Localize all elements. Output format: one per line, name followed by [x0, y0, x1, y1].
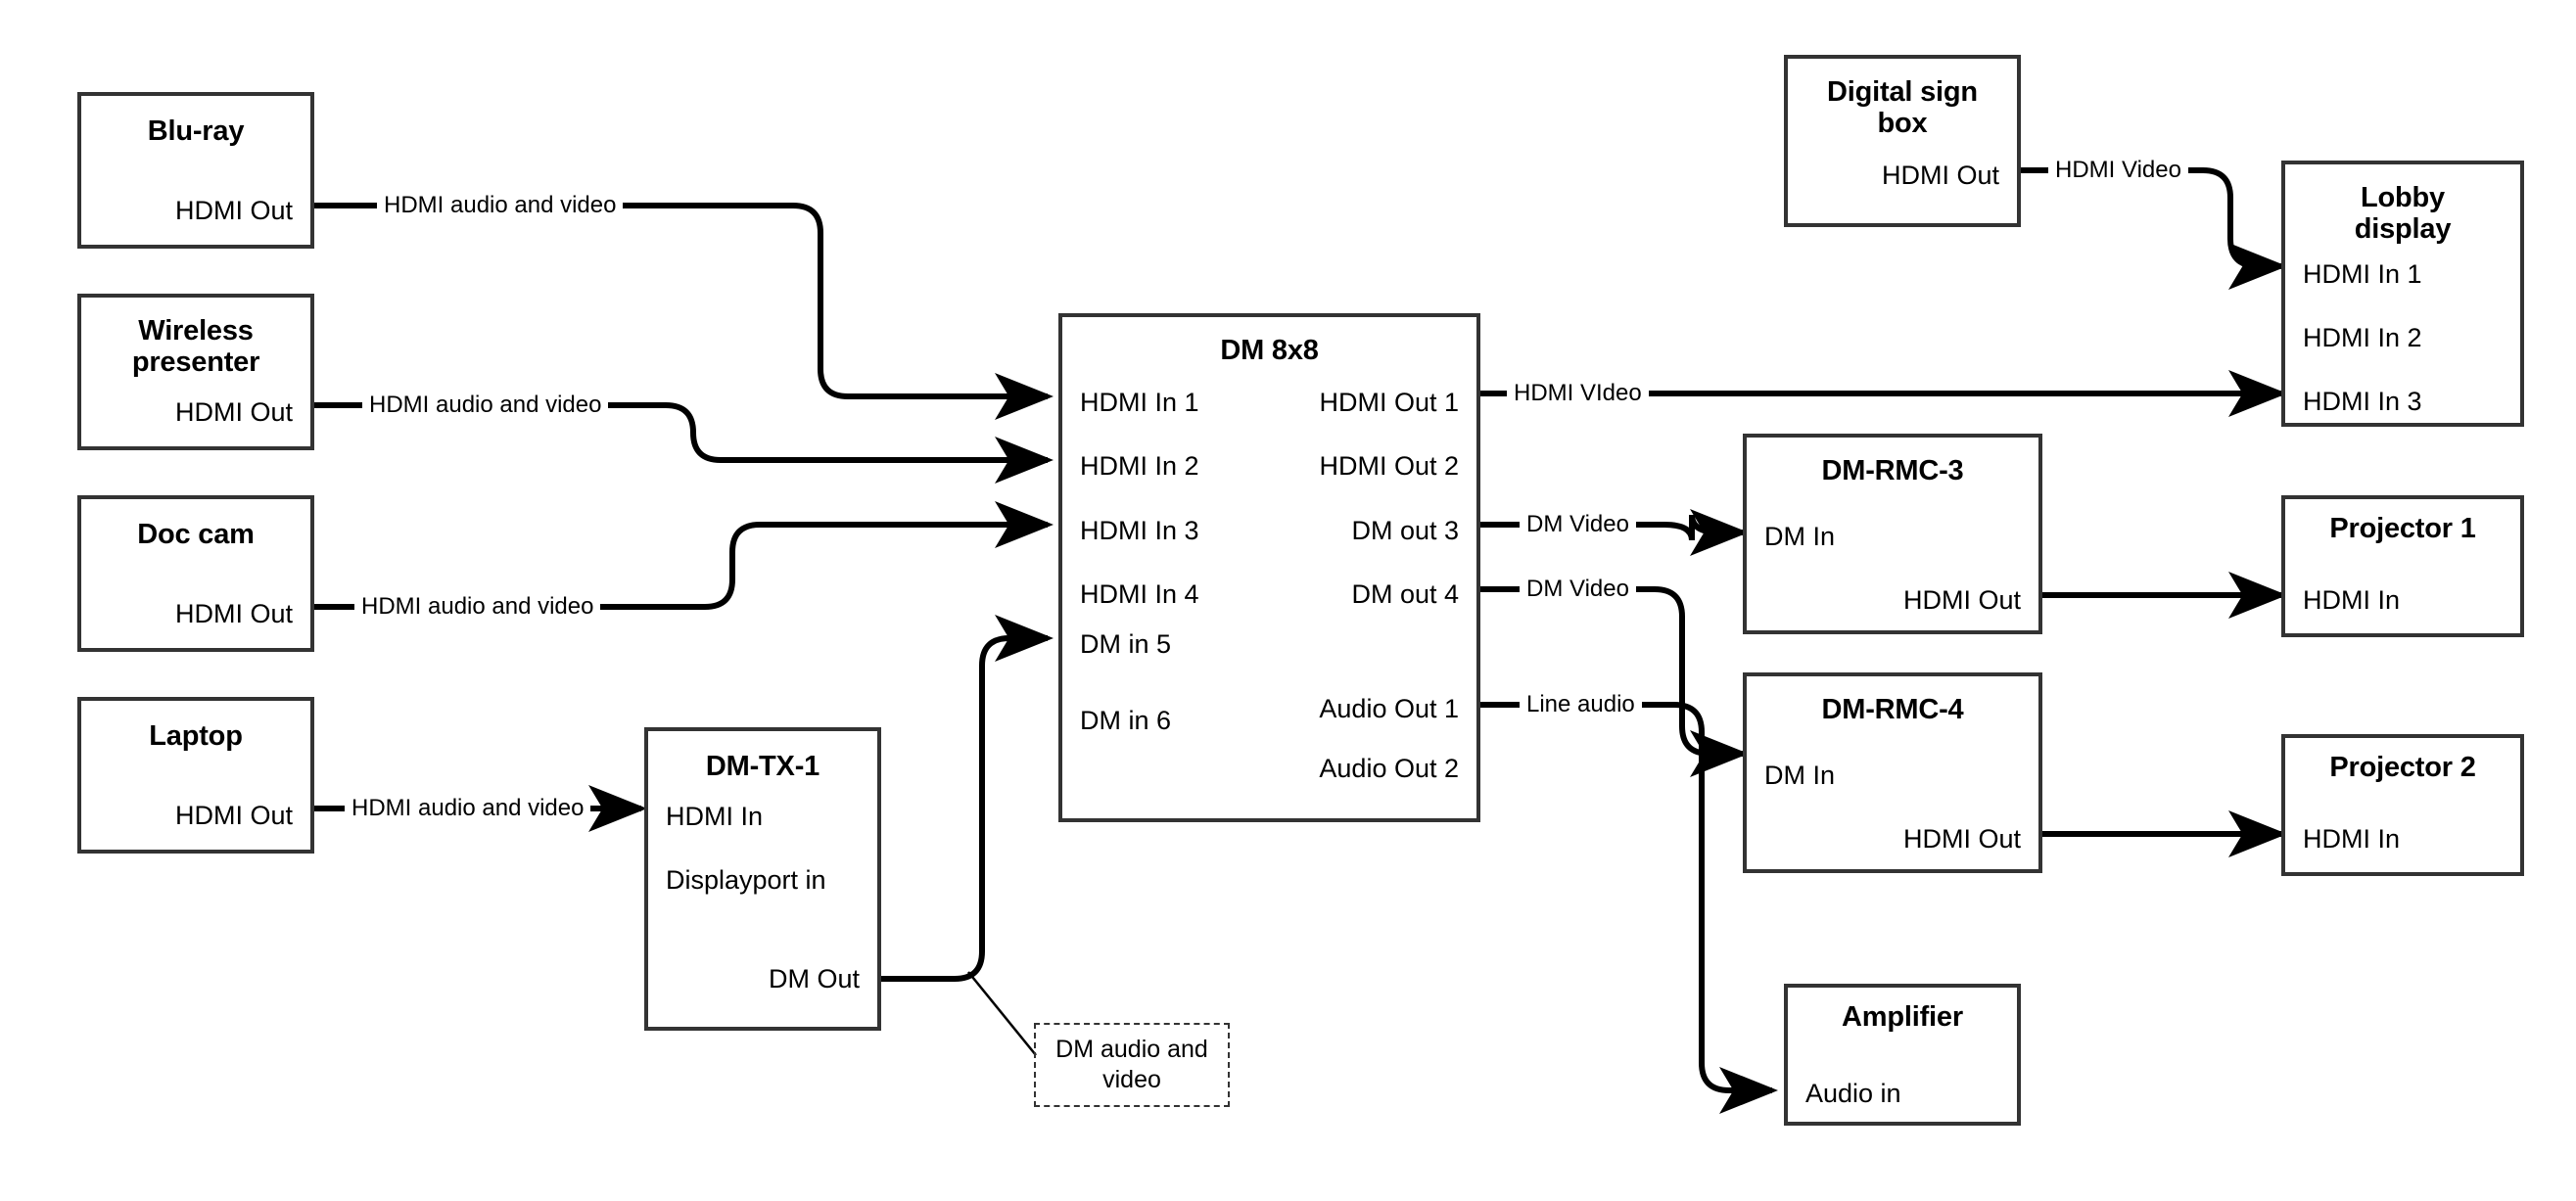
- node-bluray-title: Blu-ray: [147, 115, 245, 147]
- wire-dmtx1-to-dm8x8-dm-in-5: [881, 615, 1054, 982]
- node-dm-8x8-input-dm-in-5[interactable]: DM in 5: [1080, 629, 1172, 659]
- node-digital-sign-box-title: Digital sign box: [1827, 76, 1978, 140]
- node-projector-2[interactable]: Projector 2 HDMI In: [2281, 734, 2524, 876]
- node-lobby-display[interactable]: Lobby display HDMI In 1 HDMI In 2 HDMI I…: [2281, 161, 2524, 427]
- node-wireless-presenter-port-hdmi-out[interactable]: HDMI Out: [174, 397, 293, 427]
- note-dm-audio-and-video-text: DM audio and video: [1055, 1035, 1208, 1093]
- wire-dm8x8-audio-out-1-to-amplifier-audio-in: [1480, 702, 1778, 1114]
- node-dm-rmc-3-port-dm-in[interactable]: DM In: [1764, 522, 1836, 551]
- node-digital-sign-box[interactable]: Digital sign box HDMI Out: [1784, 55, 2021, 227]
- wire-note-leader-dm-audio-video: [967, 971, 1037, 1056]
- wire-label-wireless-to-dm8x8: HDMI audio and video: [362, 393, 609, 417]
- node-laptop[interactable]: Laptop HDMI Out: [77, 697, 314, 854]
- wire-label-doccam-to-dm8x8: HDMI audio and video: [354, 595, 601, 619]
- wire-dm8x8-dm-out-4-to-dmrmc4-dm-in: [1480, 586, 1749, 777]
- node-dm-8x8[interactable]: DM 8x8 HDMI In 1 HDMI In 2 HDMI In 3 HDM…: [1058, 313, 1480, 822]
- node-dm-rmc-4-port-dm-in[interactable]: DM In: [1764, 761, 1836, 790]
- node-projector-1[interactable]: Projector 1 HDMI In: [2281, 495, 2524, 637]
- node-dm-rmc-3-title: DM-RMC-3: [1821, 455, 1964, 486]
- node-dm-tx-1[interactable]: DM-TX-1 HDMI In Displayport in DM Out: [644, 727, 881, 1031]
- node-doc-cam-port-hdmi-out[interactable]: HDMI Out: [174, 599, 293, 628]
- node-dm-8x8-title: DM 8x8: [1220, 335, 1319, 366]
- node-projector-2-port-hdmi-in[interactable]: HDMI In: [2303, 824, 2401, 854]
- node-dm-8x8-output-audio-out-2[interactable]: Audio Out 2: [1319, 754, 1459, 783]
- node-dm-8x8-output-hdmi-out-2[interactable]: HDMI Out 2: [1319, 451, 1459, 481]
- node-wireless-presenter-title: Wireless presenter: [131, 315, 260, 379]
- node-wireless-presenter[interactable]: Wireless presenter HDMI Out: [77, 294, 314, 450]
- wire-label-laptop-to-dmtx1: HDMI audio and video: [345, 797, 591, 820]
- node-lobby-display-input-hdmi-in-3[interactable]: HDMI In 3: [2303, 387, 2422, 416]
- node-bluray-port-hdmi-out[interactable]: HDMI Out: [174, 196, 293, 225]
- node-dm-8x8-input-hdmi-in-1[interactable]: HDMI In 1: [1080, 388, 1199, 417]
- node-doc-cam-title: Doc cam: [137, 519, 255, 550]
- wire-label-hdmi-out-1-to-lobby: HDMI VIdeo: [1507, 382, 1649, 405]
- node-dm-8x8-output-hdmi-out-1[interactable]: HDMI Out 1: [1319, 388, 1459, 417]
- node-amplifier-port-audio-in[interactable]: Audio in: [1805, 1079, 1901, 1108]
- node-dm-8x8-input-hdmi-in-4[interactable]: HDMI In 4: [1080, 579, 1199, 609]
- node-dm-8x8-input-hdmi-in-2[interactable]: HDMI In 2: [1080, 451, 1199, 481]
- node-dm-8x8-output-dm-out-3[interactable]: DM out 3: [1351, 516, 1459, 545]
- node-dm-8x8-output-audio-out-1[interactable]: Audio Out 1: [1319, 694, 1459, 723]
- node-lobby-display-input-hdmi-in-2[interactable]: HDMI In 2: [2303, 323, 2422, 352]
- node-dm-rmc-4-port-hdmi-out[interactable]: HDMI Out: [1902, 824, 2021, 854]
- note-dm-audio-and-video: DM audio and video: [1034, 1023, 1230, 1107]
- node-lobby-display-input-hdmi-in-1[interactable]: HDMI In 1: [2303, 259, 2422, 289]
- wire-label-audio-out-1-to-amplifier: Line audio: [1520, 693, 1642, 716]
- node-dm-rmc-4[interactable]: DM-RMC-4 DM In HDMI Out: [1743, 672, 2042, 873]
- wire-label-bluray-to-dm8x8: HDMI audio and video: [377, 194, 624, 217]
- node-dm-8x8-output-dm-out-4[interactable]: DM out 4: [1351, 579, 1459, 609]
- node-dm-tx-1-port-displayport-in[interactable]: Displayport in: [666, 865, 826, 895]
- node-digital-sign-box-port-hdmi-out[interactable]: HDMI Out: [1881, 161, 1999, 190]
- node-laptop-port-hdmi-out[interactable]: HDMI Out: [174, 801, 293, 830]
- node-lobby-display-title: Lobby display: [2354, 182, 2452, 246]
- node-dm-rmc-3-port-hdmi-out[interactable]: HDMI Out: [1902, 585, 2021, 615]
- wire-label-digitalsign-to-lobby: HDMI Video: [2048, 159, 2188, 182]
- node-amplifier[interactable]: Amplifier Audio in: [1784, 984, 2021, 1126]
- node-projector-2-title: Projector 2: [2329, 752, 2476, 783]
- node-dm-8x8-input-dm-in-6[interactable]: DM in 6: [1080, 706, 1172, 735]
- wire-label-dm-out-3-to-rmc3: DM Video: [1520, 513, 1636, 536]
- node-doc-cam[interactable]: Doc cam HDMI Out: [77, 495, 314, 652]
- node-bluray[interactable]: Blu-ray HDMI Out: [77, 92, 314, 249]
- node-dm-rmc-4-title: DM-RMC-4: [1821, 694, 1964, 725]
- wire-bluray-to-dm8x8-hdmi-in-1: [313, 203, 1054, 420]
- node-dm-tx-1-port-dm-out[interactable]: DM Out: [768, 964, 860, 993]
- wire-digitalsign-to-lobby-hdmi-in-1: [2021, 167, 2287, 290]
- node-dm-tx-1-title: DM-TX-1: [705, 751, 820, 782]
- node-projector-1-title: Projector 1: [2329, 513, 2476, 544]
- node-laptop-title: Laptop: [149, 720, 243, 752]
- node-dm-8x8-input-hdmi-in-3[interactable]: HDMI In 3: [1080, 516, 1199, 545]
- node-projector-1-port-hdmi-in[interactable]: HDMI In: [2303, 585, 2401, 615]
- node-dm-tx-1-port-hdmi-in[interactable]: HDMI In: [666, 802, 764, 831]
- node-dm-rmc-3[interactable]: DM-RMC-3 DM In HDMI Out: [1743, 434, 2042, 634]
- wire-label-dm-out-4-to-rmc4: DM Video: [1520, 577, 1636, 601]
- node-amplifier-title: Amplifier: [1842, 1001, 1963, 1033]
